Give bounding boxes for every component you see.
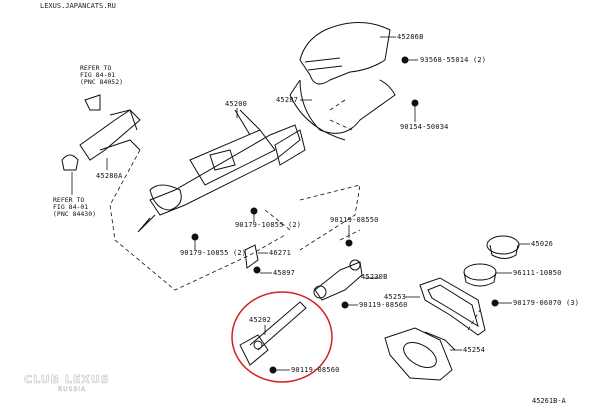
figure-id: 45261B-A xyxy=(532,397,566,405)
column-hole-cover-45026 xyxy=(486,235,520,259)
part-label-90119-b: 90119-08560 xyxy=(359,301,408,309)
part-label-45200: 45200 xyxy=(225,100,248,108)
column-lower-cover xyxy=(289,79,396,141)
part-label-45230b: 45230B xyxy=(361,273,388,281)
column-upper-cover xyxy=(299,22,391,85)
part-label-90119-a: 90119-08550 xyxy=(330,216,379,224)
part-label-45026: 45026 xyxy=(531,240,554,248)
part-label-90179-c: 90179-06070 (3) xyxy=(513,299,580,307)
part-label-90119-c: 90119-08560 xyxy=(291,366,340,374)
steering-column-assembly xyxy=(137,109,306,233)
part-label-45254: 45254 xyxy=(463,346,486,354)
gasket-45253 xyxy=(419,277,486,336)
part-label-93568: 93568-55014 (2) xyxy=(420,56,487,64)
refer-note-bottom: REFER TO FIG 84-01 (PNC 84430) xyxy=(53,196,97,218)
part-label-45202: 45202 xyxy=(249,316,272,324)
bracket-46271 xyxy=(244,244,259,269)
part-label-45280a: 45280A xyxy=(96,172,123,180)
part-label-45897: 45897 xyxy=(273,269,296,277)
clamp-96111 xyxy=(463,263,497,287)
site-url: LEXUS.JAPANCATS.RU xyxy=(40,2,116,10)
part-label-96111: 96111-10850 xyxy=(513,269,562,277)
watermark-russia: RUSSIA xyxy=(58,386,87,393)
part-label-90154: 90154-50034 xyxy=(400,123,449,131)
leader-lines xyxy=(71,36,530,371)
part-label-90179-b: 90179-10855 (2) xyxy=(180,249,247,257)
part-label-45287: 45287 xyxy=(276,96,299,104)
hole-cover-45254 xyxy=(384,327,456,381)
intermediate-shaft-45202 xyxy=(239,301,307,366)
refer-note-top: REFER TO FIG 84-01 (PNC 84052) xyxy=(80,64,124,86)
assembly-dash-lines xyxy=(109,99,481,331)
universal-joint-45230b xyxy=(313,259,363,301)
part-label-45253: 45253 xyxy=(384,293,407,301)
key-cylinder-housing xyxy=(61,94,141,171)
screw-icons xyxy=(191,56,499,374)
highlight-circle xyxy=(231,291,333,383)
watermark-club-lexus: CLUB LEXUS xyxy=(24,373,110,387)
part-label-45286b: 45286B xyxy=(397,33,424,41)
part-label-46271: 46271 xyxy=(269,249,292,257)
part-label-90179-a: 90179-10855 (2) xyxy=(235,221,302,229)
